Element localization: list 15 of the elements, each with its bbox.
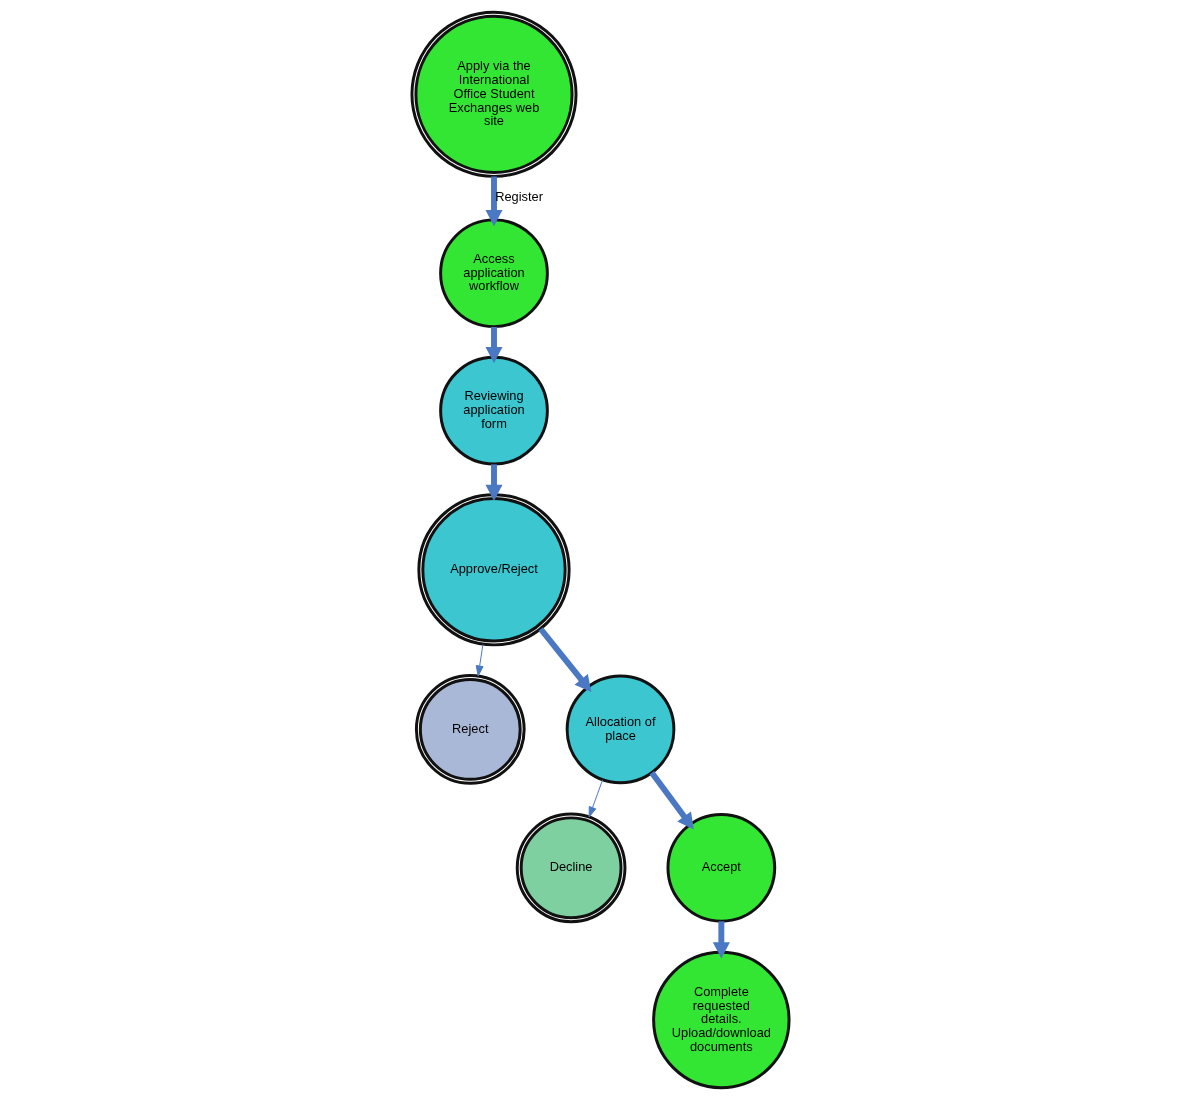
- node-circle: Approve/Reject: [416, 493, 571, 647]
- arrow: [484, 464, 503, 502]
- arrow: [484, 326, 503, 364]
- arrow: [712, 921, 730, 959]
- arrow: [648, 771, 694, 830]
- node-circle: Access application workflow: [438, 218, 549, 329]
- node-circle: Reject: [414, 674, 526, 785]
- node-circle: Reviewing application form: [438, 355, 549, 466]
- node-circle: Complete requested details. Upload/download documents: [651, 950, 791, 1090]
- arrow: [588, 779, 603, 818]
- arrow: [475, 644, 484, 677]
- arrow: [484, 176, 503, 227]
- arrow: [537, 627, 591, 693]
- node-circle: Apply via the International Office Student Exchanges web site: [409, 10, 578, 178]
- node-circle: Decline: [515, 812, 626, 924]
